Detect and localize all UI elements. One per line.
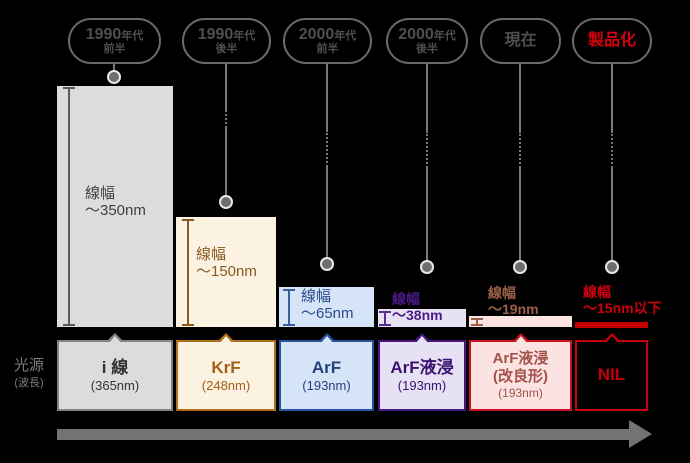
extent-marker [379, 311, 391, 326]
era-pill-1990-first-half: 1990年代 前半 [68, 18, 161, 64]
era-pill-2000-second-half: 2000年代 後半 [386, 18, 468, 64]
timeline-dot [420, 260, 434, 274]
leader-line-dotted [519, 131, 521, 168]
era-sub-label: 前半 [316, 42, 339, 55]
notch [415, 336, 429, 344]
leader-line [426, 168, 428, 261]
timeline-dot [219, 195, 233, 209]
notch [219, 336, 233, 344]
light-source-row-label: 光源 (波長) [13, 357, 44, 389]
era-label: 1990年代 [85, 25, 144, 43]
timeline-arrow-head-icon [629, 420, 652, 448]
leader-line [113, 63, 115, 71]
linewidth-label-150nm: 線幅 ～150nm [196, 246, 257, 281]
leader-line [225, 128, 227, 196]
timeline-dot [107, 70, 121, 84]
notch [513, 336, 528, 344]
era-pill-2000-first-half: 2000年代 前半 [283, 18, 372, 64]
timeline-dot [513, 260, 527, 274]
era-label: 2000年代 [298, 25, 357, 43]
linewidth-label-65nm: 線幅 ～65nm [301, 288, 354, 323]
leader-line [611, 63, 613, 131]
era-label: 2000年代 [398, 25, 456, 43]
era-pill-present: 現在 [480, 18, 561, 64]
notch [319, 336, 334, 344]
era-pill-productization: 製品化 [572, 18, 652, 64]
extent-marker [283, 289, 295, 326]
bar-arf-immersion [378, 309, 466, 327]
extent-marker [63, 87, 75, 326]
linewidth-label-19nm: 線幅 ～19nm [488, 285, 539, 318]
era-sub-label: 後半 [416, 42, 438, 55]
linewidth-label-350nm: 線幅 ～350nm [85, 185, 146, 220]
leader-line [426, 63, 428, 131]
leader-line [519, 63, 521, 131]
extent-marker [182, 219, 194, 326]
source-box-i-line: i 線 (365nm) [57, 333, 173, 411]
bar-i-line [57, 86, 173, 327]
bar-arf-improved [469, 316, 572, 327]
linewidth-label-15nm: 線幅 ～15nm以下 [583, 284, 662, 317]
source-box-nil: NIL [575, 333, 648, 411]
leader-line [326, 63, 328, 130]
leader-line-dotted [426, 131, 428, 168]
era-sub-label: 前半 [103, 42, 126, 55]
source-box-arf-immersion: ArF液浸 (193nm) [378, 333, 466, 411]
notch [604, 336, 619, 344]
source-box-arf: ArF (193nm) [279, 333, 374, 411]
linewidth-label-38nm: 線幅 ～38nm [392, 291, 443, 324]
leader-line [611, 168, 613, 261]
era-label: 現在 [504, 31, 537, 49]
leader-line-dotted [611, 131, 613, 168]
era-label: 1990年代 [197, 25, 256, 43]
era-label: 製品化 [587, 31, 636, 49]
extent-marker [471, 318, 483, 326]
source-box-krf: KrF (248nm) [176, 333, 276, 411]
source-box-arf-improved: ArF液浸 (改良形) (193nm) [469, 333, 572, 411]
leader-line [326, 167, 328, 258]
timeline-arrow-shaft [57, 429, 629, 440]
timeline-dot [605, 260, 619, 274]
leader-line [225, 63, 227, 110]
leader-line [519, 168, 521, 261]
timeline-dot [320, 257, 334, 271]
bar-nil [575, 322, 648, 328]
notch [108, 336, 122, 344]
era-pill-1990-second-half: 1990年代 後半 [182, 18, 271, 64]
leader-line-dotted [225, 110, 227, 128]
era-sub-label: 後半 [215, 42, 238, 55]
leader-line-dotted [326, 130, 328, 167]
